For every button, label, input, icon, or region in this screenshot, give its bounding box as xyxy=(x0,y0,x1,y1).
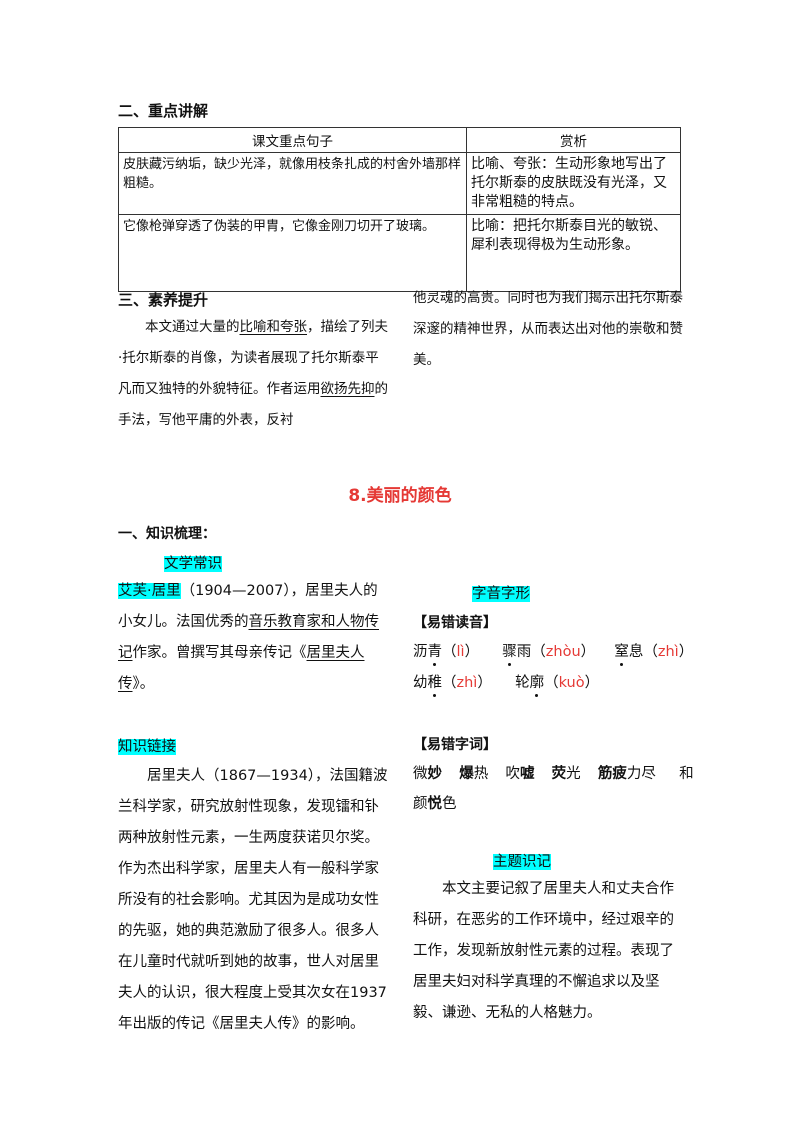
pinyin: zhì xyxy=(456,675,478,691)
table-row: 它像枪弹穿透了伪装的甲胄，它像金刚刀切开了玻璃。 比喻：把托尔斯泰目光的敏锐、犀… xyxy=(118,214,681,292)
text-run: 》。 xyxy=(132,676,155,692)
pron-word: 沥青 xyxy=(413,644,442,666)
key-sentences-table: 课文重点句子 赏析 皮肤藏污纳垢，缺少光泽，就像用枝条扎成的村舍外墙那样粗糙。 … xyxy=(118,127,681,292)
literacy-paragraph-right: 他灵魂的高贵。同时也为我们揭示出托尔斯泰深邃的精神世界，从而表达出对他的崇敬和赞… xyxy=(413,290,683,368)
knowledge-heading: 一、知识梳理： xyxy=(118,526,216,542)
pronunciation-row-1: 沥青（lì） 骤雨（zhòu） 窒息（zhì） xyxy=(413,640,693,666)
lesson-title: 8.美丽的颜色 xyxy=(348,486,452,506)
text-run: （1904—2007），居里夫人的小女儿。法国优秀的 xyxy=(118,583,378,630)
text-run: 本文通过大量的 xyxy=(145,319,240,335)
pinyin: zhòu xyxy=(545,644,581,660)
pinyin: kuò xyxy=(558,675,585,691)
pron-word: 骤雨 xyxy=(502,644,531,666)
column-header-analysis: 赏析 xyxy=(466,127,681,153)
theme-paragraph: 本文主要记叙了居里夫人和丈夫合作科研，在恶劣的工作环境中，经过艰辛的工作，发现新… xyxy=(413,881,674,1021)
pron-word: 窒息 xyxy=(614,644,643,666)
pron-word: 幼稚 xyxy=(413,675,442,697)
section-heading-key-points: 二、重点讲解 xyxy=(118,102,209,120)
analysis-cell: 比喻：把托尔斯泰目光的敏锐、犀利表现得极为生动形象。 xyxy=(466,214,681,292)
text-run: 的手法，写他平庸的外表，反衬 xyxy=(118,381,388,428)
knowledge-link-paragraph: 居里夫人（1867—1934），法国籍波兰科学家，研究放射性现象，发现镭和钋两种… xyxy=(118,768,388,1032)
author-name: 艾芙·居里 xyxy=(118,583,181,599)
underlined-term: 比喻和夸张 xyxy=(239,319,308,335)
table-row: 皮肤藏污纳垢，缺少光泽，就像用枝条扎成的村舍外墙那样粗糙。 比喻、夸张：生动形象… xyxy=(118,152,681,215)
sentence-cell: 皮肤藏污纳垢，缺少光泽，就像用枝条扎成的村舍外墙那样粗糙。 xyxy=(118,152,467,215)
pron-word: 轮廓 xyxy=(515,675,544,697)
column-header-sentence: 课文重点句子 xyxy=(118,127,467,153)
typo-row-2: 颜悦色 xyxy=(413,796,457,812)
section-heading-literacy: 三、素养提升 xyxy=(118,291,209,309)
theme-label: 主题识记 xyxy=(493,854,551,870)
analysis-cell: 比喻、夸张：生动形象地写出了托尔斯泰的皮肤既没有光泽，又非常粗糙的特点。 xyxy=(466,152,681,215)
table-header-row: 课文重点句子 赏析 xyxy=(118,127,681,153)
underlined-term: 居里夫人传 xyxy=(118,645,365,692)
author-paragraph: 艾芙·居里（1904—2007），居里夫人的小女儿。法国优秀的音乐教育家和人物传… xyxy=(118,576,390,700)
underlined-term: 音乐教育家和人物传记 xyxy=(118,614,379,661)
pronunciation-label: 字音字形 xyxy=(472,586,530,602)
underlined-term: 欲扬先抑 xyxy=(320,381,375,397)
pinyin: lì xyxy=(456,644,465,660)
pinyin: zhì xyxy=(657,644,679,660)
typo-row-1: 微妙 爆热 吹嘘 荧光 筋疲力尽 和 xyxy=(413,766,694,782)
literacy-paragraph-left: 本文通过大量的比喻和夸张，描绘了列夫·托尔斯泰的肖像，为读者展现了托尔斯泰平凡而… xyxy=(118,312,390,436)
text-run: ，描绘了列夫·托尔斯泰的肖像，为读者展现了托尔斯泰平凡而又独特的外貌特征。作者运… xyxy=(118,319,388,397)
literature-label: 文学常识 xyxy=(164,556,222,572)
typo-heading: 【易错字词】 xyxy=(413,737,497,753)
pronunciation-heading: 【易错读音】 xyxy=(413,615,497,631)
knowledge-link-label: 知识链接 xyxy=(118,739,176,755)
text-run: 作家。曾撰写其母亲传记《 xyxy=(132,645,307,661)
sentence-cell: 它像枪弹穿透了伪装的甲胄，它像金刚刀切开了玻璃。 xyxy=(118,214,467,292)
pronunciation-row-2: 幼稚（zhì） 轮廓（kuò） xyxy=(413,671,599,697)
